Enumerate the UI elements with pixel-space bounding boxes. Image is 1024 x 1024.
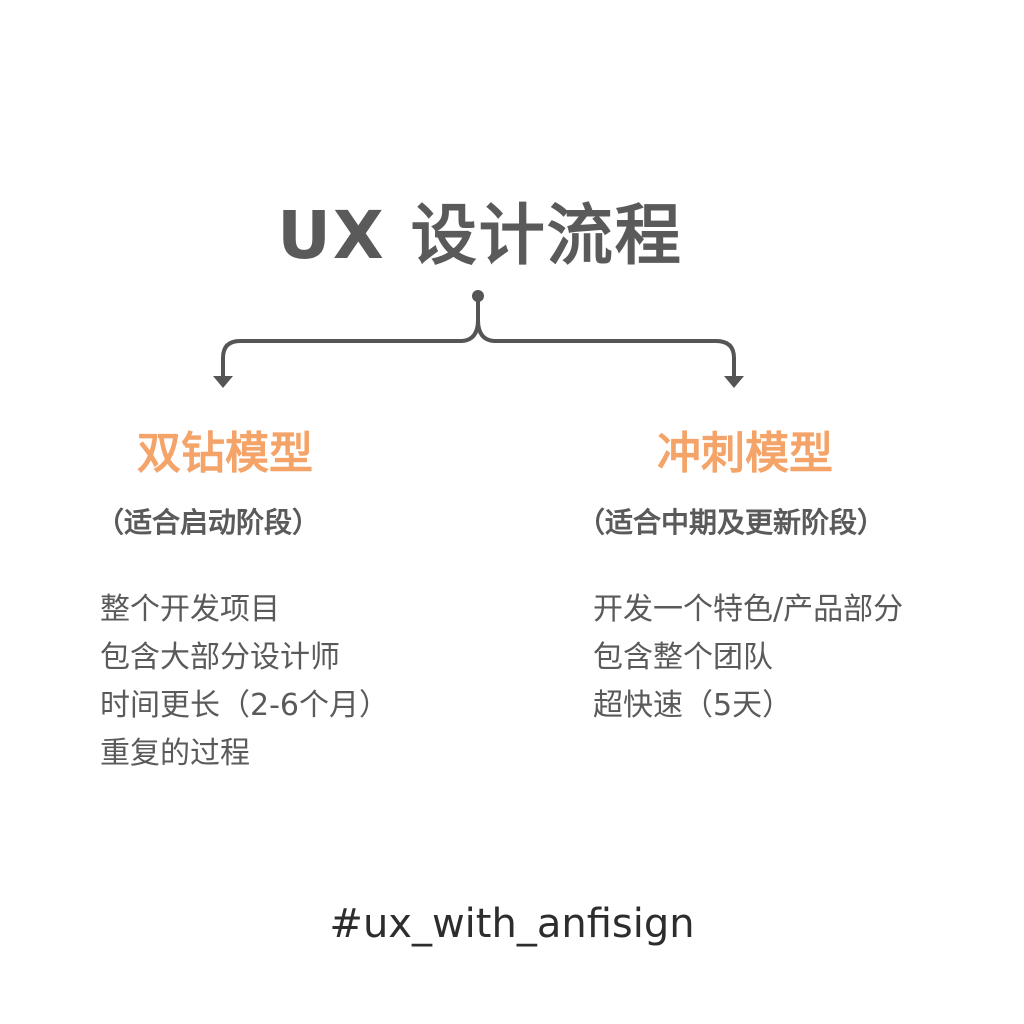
right-branch-title: 冲刺模型 xyxy=(657,428,833,479)
left-branch-subtitle: （适合启动阶段） xyxy=(96,506,321,539)
left-branch-title: 双钻模型 xyxy=(137,428,313,479)
right-branch-list: 开发一个特色/产品部分 包含整个团队 超快速（5天） xyxy=(593,586,903,730)
brace-top-dot xyxy=(472,290,484,302)
right-arrow-head xyxy=(724,376,744,388)
left-list-item: 整个开发项目 xyxy=(100,592,280,627)
left-list-item: 包含大部分设计师 xyxy=(100,640,340,675)
left-list-item: 时间更长（2-6个月） xyxy=(100,688,389,723)
brace-path xyxy=(221,295,736,378)
left-arrow-head xyxy=(213,376,233,388)
right-list-item: 开发一个特色/产品部分 xyxy=(593,592,904,627)
left-branch-list: 整个开发项目 包含大部分设计师 时间更长（2-6个月） 重复的过程 xyxy=(100,586,389,778)
right-list-item: 超快速（5天） xyxy=(593,688,793,723)
left-list-item: 重复的过程 xyxy=(100,736,250,771)
right-list-item: 包含整个团队 xyxy=(593,640,773,675)
hashtag-footer: #ux_with_anfisign xyxy=(329,901,695,947)
right-branch-subtitle: （适合中期及更新阶段） xyxy=(577,506,886,539)
diagram-title: UX 设计流程 xyxy=(277,197,683,274)
brace-lines xyxy=(221,295,736,378)
